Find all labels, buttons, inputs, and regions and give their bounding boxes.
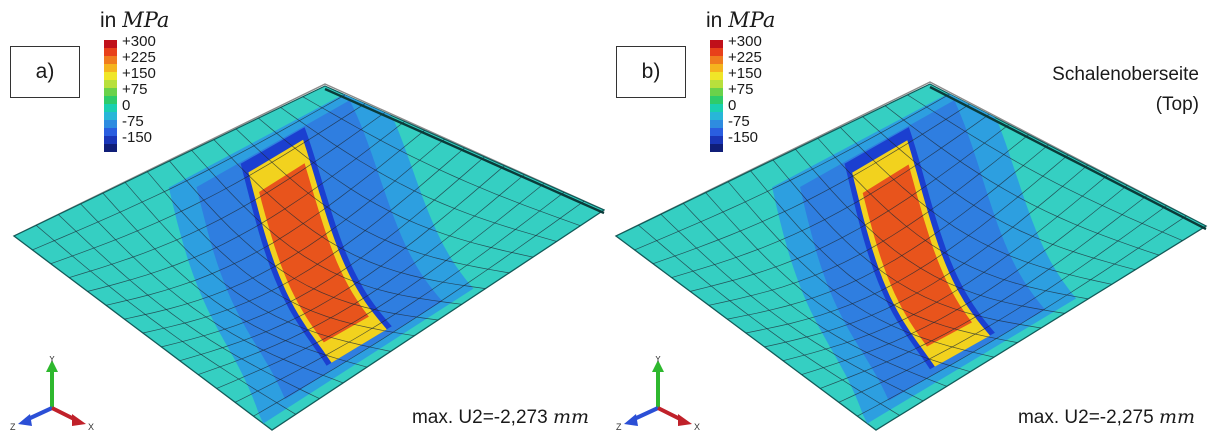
shell-edge: [324, 87, 605, 215]
legend-tick-label: -75: [122, 113, 144, 130]
legend-tick-label: +150: [728, 65, 762, 82]
legend-tick-label: +300: [728, 33, 762, 50]
legend-color-bar: [104, 40, 117, 152]
legend-tick-label: +225: [728, 49, 762, 66]
max-displacement-value: max. U2=-2,273: [411, 407, 548, 428]
surface-label: Schalenoberseite (Top): [1052, 60, 1199, 120]
legend-tick-label: 0: [122, 97, 131, 114]
surface-label-line-1: Schalenoberseite: [1052, 64, 1199, 85]
legend-tick-label: -150: [122, 129, 153, 146]
unit-prefix: in: [706, 9, 723, 32]
max-displacement-unit: mm: [1158, 406, 1195, 428]
legend-tick-label: +300: [122, 33, 156, 50]
unit-symbol: MPa: [728, 8, 776, 32]
mesh-grid: [634, 93, 1187, 417]
legend-unit: in MPa: [100, 8, 169, 33]
coordinate-triad-icon: Y Z X: [616, 356, 700, 432]
unit-symbol: MPa: [122, 8, 170, 32]
legend-unit: in MPa: [706, 8, 775, 33]
shell-edge: [929, 85, 1207, 231]
subfigure-label: b): [616, 46, 686, 98]
legend-tick-label: +150: [122, 65, 156, 82]
axis-letter: Z: [616, 422, 622, 432]
legend-tick-label: -75: [728, 113, 750, 130]
stress-contour-plot: [614, 81, 1208, 431]
stress-contour-plot: [12, 83, 605, 431]
legend-color-bar: [710, 40, 723, 152]
max-displacement-label: max. U2=-2,273 mm: [412, 406, 589, 429]
subfigure-label: a): [10, 46, 80, 98]
axis-letter: Y: [49, 356, 55, 364]
legend-tick-label: +225: [122, 49, 156, 66]
surface-label-line-2: (Top): [1155, 94, 1199, 115]
axis-letter: Z: [10, 422, 16, 432]
mesh-grid: [32, 94, 585, 417]
axis-letter: X: [694, 422, 700, 432]
legend-tick-label: +75: [728, 81, 754, 98]
axis-letter: Y: [655, 356, 661, 364]
coordinate-triad-icon: Y Z X: [10, 356, 94, 432]
subfigure-label-text: a): [35, 60, 55, 83]
legend-tick-label: +75: [122, 81, 148, 98]
max-displacement-unit: mm: [552, 406, 589, 428]
unit-prefix: in: [100, 9, 117, 32]
max-displacement-label: max. U2=-2,275 mm: [1018, 406, 1195, 429]
legend-tick-label: 0: [728, 97, 737, 114]
legend-tick-label: -150: [728, 129, 759, 146]
max-displacement-value: max. U2=-2,275: [1017, 407, 1154, 428]
axis-letter: X: [88, 422, 94, 432]
subfigure-label-text: b): [641, 60, 661, 83]
